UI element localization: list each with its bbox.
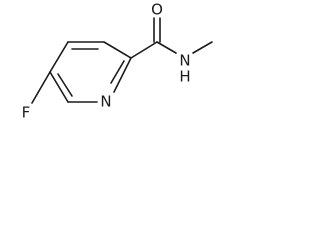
bond-c4-c5: [49, 41, 69, 73]
bond-c2-carbonyl: [130, 41, 158, 59]
bond-n1-c2-inner: [110, 60, 125, 84]
bond-c5-f: [31, 71, 51, 104]
molecule-diagram: F N O N H: [22, 1, 213, 122]
bond-n-methyl: [192, 41, 213, 54]
bond-c5-c6: [49, 71, 69, 103]
bond-carbonyl-n: [156, 41, 177, 54]
atom-amide-hydrogen: H: [179, 68, 190, 86]
bond-c5-c6-inner: [57, 73, 73, 97]
bond-c2-c3: [103, 41, 132, 59]
structure-canvas: F N O N H: [0, 0, 218, 138]
bond-n1-c2: [113, 57, 132, 93]
atom-ring-nitrogen: N: [100, 93, 111, 111]
atom-amide-nitrogen: N: [179, 52, 190, 70]
atom-fluorine: F: [22, 104, 31, 122]
atom-oxygen: O: [151, 1, 163, 19]
